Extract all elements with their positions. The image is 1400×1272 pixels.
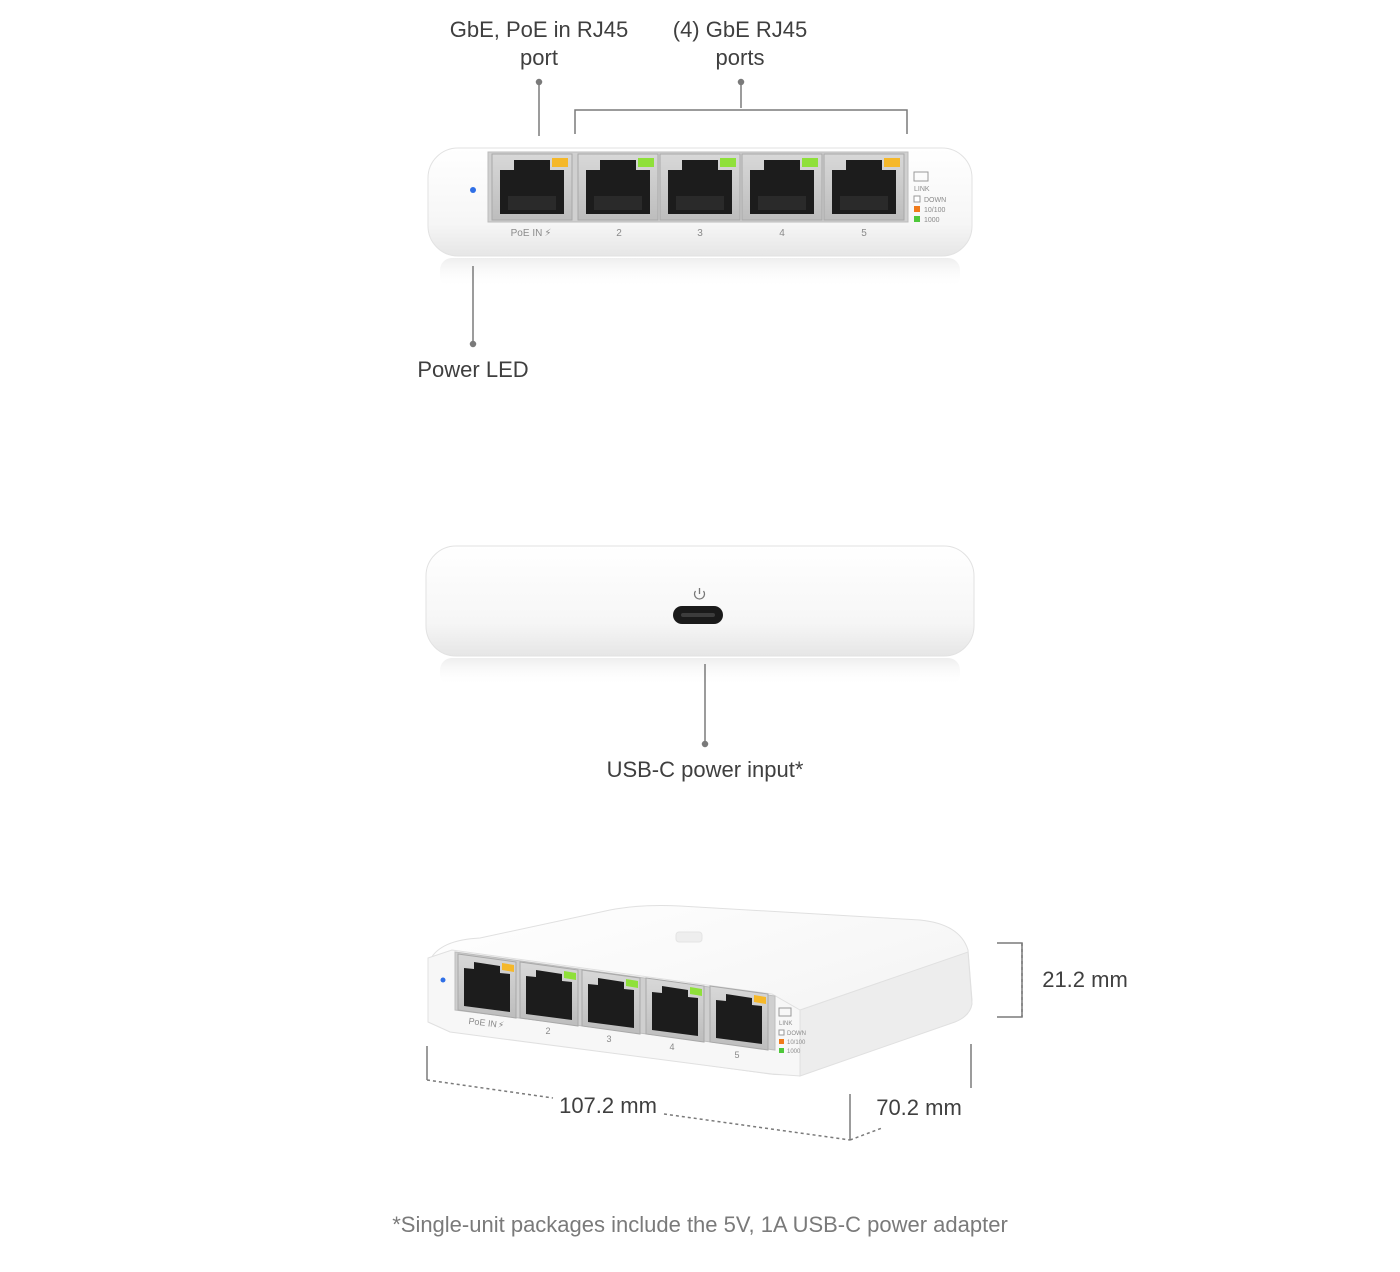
port-label-4: 4 (779, 228, 785, 239)
power-led-icon (470, 187, 476, 193)
dimension-depth-label: 70.2 mm (876, 1095, 962, 1120)
rear-view-device (425, 545, 975, 686)
footnote: *Single-unit packages include the 5V, 1A… (392, 1212, 1008, 1237)
iso-rj45-port-1[interactable] (457, 953, 517, 1019)
dimension-width-label: 107.2 mm (559, 1093, 657, 1118)
callout-power-led: Power LED (417, 357, 529, 382)
svg-text:1000: 1000 (787, 1049, 801, 1055)
iso-rj45-port-5[interactable] (709, 985, 769, 1051)
isometric-view-device: PoE IN⚡ 2 3 4 5 LINK DOWN 10/100 1000 (427, 905, 973, 1077)
legend-down: DOWN (924, 197, 946, 204)
iso-port-led-icon (502, 963, 514, 972)
callout-line-usbc (701, 664, 709, 748)
port-led-icon (552, 158, 568, 167)
port-led-icon (884, 158, 900, 167)
port-led-icon (720, 158, 736, 167)
rj45-port-5[interactable] (823, 153, 905, 221)
iso-rj45-port-4[interactable] (645, 977, 705, 1043)
dimension-lines (426, 942, 1023, 1141)
iso-port-led-icon (564, 971, 576, 980)
iso-power-led-icon (440, 977, 446, 983)
iso-port-label-poe: PoE IN⚡ (468, 1016, 505, 1030)
link-icon (913, 171, 929, 182)
port-label-2: 2 (616, 228, 622, 239)
iso-port-led-icon (754, 995, 766, 1004)
legend-1000: 1000 (924, 217, 940, 224)
port-led-icon (638, 158, 654, 167)
iso-port-label-2: 2 (545, 1026, 550, 1036)
rj45-port-4[interactable] (741, 153, 823, 221)
iso-port-label-4: 4 (669, 1042, 674, 1052)
front-view-device (427, 147, 973, 288)
power-symbol-icon (693, 588, 706, 600)
port-label-5: 5 (861, 228, 867, 239)
iso-port-led-icon (690, 987, 702, 996)
iso-port-label-5: 5 (734, 1050, 739, 1060)
callout-gbe-ports: (4) GbE RJ45 ports (672, 17, 808, 70)
callout-lines-front (469, 78, 908, 348)
link-legend: LINK DOWN 10/100 1000 (913, 171, 946, 224)
callout-usbc-input: USB-C power input* (606, 757, 804, 782)
legend-10-100: 10/100 (924, 207, 946, 214)
iso-port-led-icon (626, 979, 638, 988)
port-label-poe: PoE IN⚡ (511, 228, 552, 239)
dimension-height-label: 21.2 mm (1042, 967, 1128, 992)
logo-icon (675, 931, 703, 943)
iso-port-label-3: 3 (606, 1034, 611, 1044)
rj45-port-3[interactable] (659, 153, 741, 221)
svg-text:DOWN: DOWN (787, 1031, 806, 1037)
callout-poe-in-port: GbE, PoE in RJ45 port (449, 17, 629, 70)
legend-title: LINK (914, 186, 930, 193)
svg-text:LINK: LINK (779, 1021, 792, 1027)
rj45-port-2[interactable] (577, 153, 659, 221)
rj45-port-1[interactable] (491, 153, 573, 221)
iso-rj45-port-3[interactable] (581, 969, 641, 1035)
svg-text:10/100: 10/100 (787, 1040, 806, 1046)
port-label-3: 3 (697, 228, 703, 239)
iso-rj45-port-2[interactable] (519, 961, 579, 1027)
port-led-icon (802, 158, 818, 167)
